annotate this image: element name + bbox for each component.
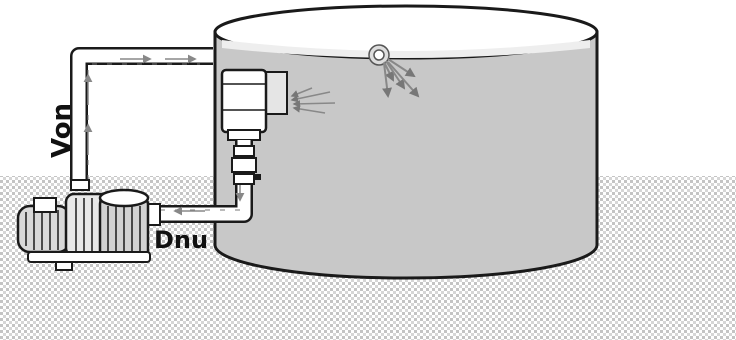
pool-basin — [213, 4, 599, 280]
outlet-label: Von — [47, 103, 77, 158]
skimmer-icon — [220, 68, 336, 141]
return-nozzle-icon — [368, 44, 420, 98]
inlet-label: Dnu — [154, 226, 208, 254]
return-pipe — [70, 47, 213, 191]
suction-pipe — [147, 140, 261, 226]
pump-icon — [16, 188, 151, 271]
